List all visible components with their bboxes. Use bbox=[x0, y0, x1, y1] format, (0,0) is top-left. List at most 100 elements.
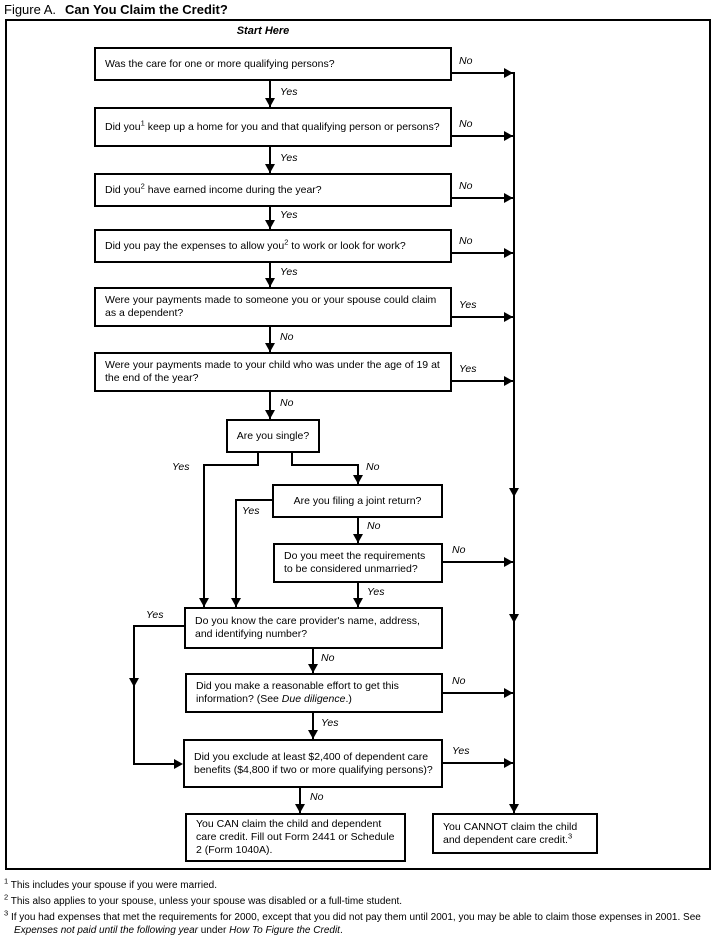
yes-label: Yes bbox=[321, 717, 339, 729]
no-label: No bbox=[310, 791, 324, 803]
q4-box: Did you pay the expenses to allow you2 t… bbox=[94, 229, 452, 263]
q7-box: Are you single? bbox=[226, 419, 320, 453]
flow-line bbox=[357, 583, 359, 607]
can-claim-box: You CAN claim the child and dependent ca… bbox=[185, 813, 406, 862]
arrow-right-icon bbox=[174, 759, 183, 769]
yes-label: Yes bbox=[146, 609, 164, 621]
arrow-down-icon bbox=[509, 804, 519, 813]
arrow-down-icon bbox=[265, 278, 275, 287]
arrow-right-icon bbox=[504, 68, 513, 78]
flow-line bbox=[291, 453, 293, 466]
q4-text: Did you pay the expenses to allow you2 t… bbox=[105, 237, 406, 252]
cannot-superscript: 3 bbox=[567, 831, 573, 840]
start-here-label: Start Here bbox=[236, 25, 290, 37]
q5-text: Were your payments made to someone you o… bbox=[105, 294, 437, 319]
flow-line bbox=[269, 147, 271, 173]
yes-label: Yes bbox=[280, 209, 298, 221]
title-main: Can You Claim the Credit? bbox=[65, 2, 228, 17]
q3-text: Did you2 have earned income during the y… bbox=[105, 181, 322, 196]
yes-label: Yes bbox=[452, 745, 470, 757]
q2-text: Did you1 keep up a home for you and that… bbox=[105, 118, 440, 133]
q6-text: Were your payments made to your child wh… bbox=[105, 359, 440, 384]
arrow-right-icon bbox=[504, 557, 513, 567]
cannot-claim-text: You CANNOT claim the child and dependent… bbox=[443, 820, 578, 846]
q4-superscript: 2 bbox=[284, 237, 289, 246]
q10-text: Do you know the care provider's name, ad… bbox=[195, 615, 420, 640]
arrow-down-icon bbox=[295, 804, 305, 813]
flow-line bbox=[269, 207, 271, 229]
footnote-2: 2 This also applies to your spouse, unle… bbox=[4, 893, 718, 908]
flow-line bbox=[357, 464, 359, 484]
arrow-down-icon bbox=[308, 664, 318, 673]
flow-line bbox=[291, 464, 359, 466]
flow-line bbox=[452, 197, 514, 199]
rail-line bbox=[513, 72, 515, 813]
arrow-down-icon bbox=[353, 534, 363, 543]
yes-label: Yes bbox=[280, 266, 298, 278]
q12-box: Did you exclude at least $2,400 of depen… bbox=[183, 739, 443, 788]
yes-label: Yes bbox=[242, 505, 260, 517]
arrow-down-icon bbox=[308, 730, 318, 739]
q1-text: Was the care for one or more qualifying … bbox=[105, 57, 335, 70]
yes-label: Yes bbox=[280, 86, 298, 98]
q11-text: Did you make a reasonable effort to get … bbox=[196, 680, 399, 705]
footnote-1-marker: 1 bbox=[4, 876, 9, 886]
flow-line bbox=[452, 135, 514, 137]
yes-label: Yes bbox=[459, 299, 477, 311]
q1-box: Was the care for one or more qualifying … bbox=[94, 47, 452, 81]
arrow-down-icon bbox=[353, 475, 363, 484]
no-label: No bbox=[452, 544, 466, 556]
arrow-down-icon bbox=[265, 343, 275, 352]
q11-italic: Due diligence bbox=[281, 693, 346, 705]
arrow-right-icon bbox=[504, 193, 513, 203]
no-label: No bbox=[459, 180, 473, 192]
flow-line bbox=[269, 392, 271, 419]
no-label: No bbox=[452, 675, 466, 687]
yes-label: Yes bbox=[459, 363, 477, 375]
arrow-down-icon bbox=[231, 598, 241, 607]
no-label: No bbox=[459, 235, 473, 247]
flow-line bbox=[269, 81, 271, 107]
q12-text: Did you exclude at least $2,400 of depen… bbox=[194, 750, 433, 776]
footnote-3-marker: 3 bbox=[4, 908, 9, 918]
flowchart-frame bbox=[5, 19, 711, 870]
arrow-down-icon bbox=[265, 220, 275, 229]
footnote-1-text: This includes your spouse if you were ma… bbox=[8, 880, 217, 891]
flow-line bbox=[204, 464, 259, 466]
yes-label: Yes bbox=[367, 586, 385, 598]
arrow-down-icon bbox=[265, 164, 275, 173]
flow-line bbox=[235, 499, 237, 607]
q3-box: Did you2 have earned income during the y… bbox=[94, 173, 452, 207]
q8-text: Are you filing a joint return? bbox=[293, 494, 422, 507]
arrow-down-icon bbox=[265, 410, 275, 419]
q9-text: Do you meet the requirements to be consi… bbox=[284, 550, 426, 575]
no-label: No bbox=[366, 461, 380, 473]
flow-line bbox=[452, 316, 514, 318]
q2-box: Did you1 keep up a home for you and that… bbox=[94, 107, 452, 147]
flow-line bbox=[452, 380, 514, 382]
footnote-3-text: If you had expenses that met the require… bbox=[8, 912, 701, 936]
arrow-down-icon bbox=[265, 98, 275, 107]
arrow-right-icon bbox=[504, 248, 513, 258]
q10-box: Do you know the care provider's name, ad… bbox=[184, 607, 443, 649]
q7-text: Are you single? bbox=[236, 429, 310, 442]
arrow-down-icon bbox=[353, 598, 363, 607]
no-label: No bbox=[459, 118, 473, 130]
arrow-right-icon bbox=[504, 312, 513, 322]
q6-box: Were your payments made to your child wh… bbox=[94, 352, 452, 392]
flow-line bbox=[257, 453, 259, 466]
title-prefix: Figure A. bbox=[4, 2, 57, 17]
flow-line bbox=[236, 499, 272, 501]
flow-line bbox=[443, 692, 514, 694]
flow-line bbox=[134, 625, 184, 627]
figure-title: Figure A. Can You Claim the Credit? bbox=[4, 2, 228, 17]
q11-box: Did you make a reasonable effort to get … bbox=[185, 673, 443, 713]
can-claim-text: You CAN claim the child and dependent ca… bbox=[196, 818, 395, 856]
arrow-down-icon bbox=[509, 614, 519, 623]
flow-line bbox=[357, 518, 359, 543]
arrow-down-icon bbox=[129, 678, 139, 687]
flow-line bbox=[299, 788, 301, 813]
arrow-right-icon bbox=[504, 376, 513, 386]
arrow-right-icon bbox=[504, 131, 513, 141]
